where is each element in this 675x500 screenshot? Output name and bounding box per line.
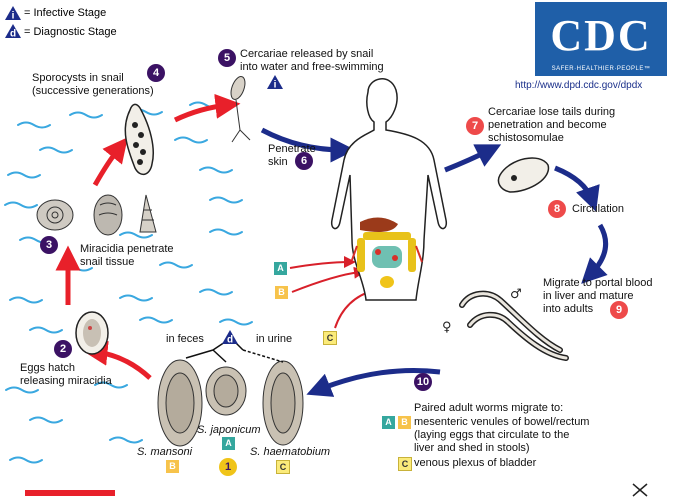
- infective-stage-label: = Infective Stage: [24, 7, 107, 19]
- step5-label-line2: into water and free-swimming: [240, 61, 384, 73]
- step10-label-line3: (laying eggs that circulate to the: [414, 429, 570, 441]
- step3-label-line2: snail tissue: [80, 256, 135, 268]
- haematobium-site-c: C: [276, 460, 290, 474]
- step3-number: 3: [40, 236, 58, 254]
- svg-text:i: i: [12, 11, 15, 22]
- bottom-accent-bar: [25, 490, 115, 496]
- step8-label: Circulation: [572, 203, 624, 215]
- step3-label-line1: Miracidia penetrate: [80, 243, 174, 255]
- red-cycle-arrows: [55, 93, 241, 380]
- eggs-drawing: [157, 359, 304, 447]
- adult-worms-drawing: [459, 290, 569, 361]
- step2-number: 2: [54, 340, 72, 358]
- step10-label-line5: venous plexus of bladder: [414, 457, 537, 469]
- step1-number: 1: [219, 458, 237, 476]
- step9-label-line3: into adults: [543, 303, 594, 315]
- step4-label-line2: (successive generations): [32, 85, 154, 97]
- cdc-logo: CDC SAFER·HEALTHIER·PEOPLE™: [535, 2, 667, 76]
- cdc-url[interactable]: http://www.dpd.cdc.gov/dpdx: [515, 80, 643, 91]
- step8-number: 8: [548, 200, 566, 218]
- svg-text:d: d: [10, 29, 16, 40]
- site-c-badge: C: [323, 331, 337, 345]
- japonicum-label: S. japonicum: [197, 424, 261, 436]
- step4-number: 4: [147, 64, 165, 82]
- step5-number: 5: [218, 49, 236, 67]
- step4-label-line1: Sporocysts in snail: [32, 72, 124, 84]
- sporocyst-drawing: [124, 103, 154, 176]
- step10-label-line2: mesenteric venules of bowel/rectum: [414, 416, 590, 428]
- step6-label-line2: skin: [268, 156, 288, 168]
- step9-label-line2: in liver and mature: [543, 290, 634, 302]
- in-feces-label: in feces: [166, 333, 204, 345]
- egg-hatching-drawing: [75, 311, 109, 355]
- step7-label-line3: schistosomulae: [488, 132, 564, 144]
- svg-text:i: i: [274, 80, 277, 91]
- haematobium-label: S. haematobium: [250, 446, 331, 458]
- mansoni-label: S. mansoni: [137, 446, 193, 458]
- step2-label-line2: releasing miracidia: [20, 375, 112, 387]
- japonicum-site-a: A: [222, 437, 235, 450]
- site-a-badge: A: [274, 262, 287, 275]
- step9-number: 9: [610, 301, 628, 319]
- cdc-logo-text: CDC: [550, 11, 652, 60]
- step10-label-line4: liver and shed in stools): [414, 442, 530, 454]
- infective-stage-icon: i: [5, 6, 21, 22]
- site-c-badge-step10: C: [398, 457, 412, 471]
- step9-label-line1: Migrate to portal blood: [543, 277, 653, 289]
- male-symbol: ♂: [510, 287, 522, 302]
- step7-label-line2: penetration and become: [488, 119, 607, 131]
- step10-number: 10: [414, 373, 432, 391]
- site-b-badge: B: [275, 286, 288, 299]
- blue-cycle-arrows: [260, 127, 609, 397]
- step5-label-line1: Cercariae released by snail: [240, 48, 374, 60]
- site-b-badge-step10: B: [398, 416, 411, 429]
- step10-label-line1: Paired adult worms migrate to:: [414, 402, 564, 414]
- diagnostic-stage-badge: d: [222, 330, 238, 346]
- mansoni-site-b: B: [166, 460, 179, 473]
- schistosomulum-drawing: [497, 157, 550, 193]
- cdc-logo-tagline: SAFER·HEALTHIER·PEOPLE™: [551, 66, 651, 72]
- diagnostic-stage-label: = Diagnostic Stage: [24, 26, 117, 38]
- step6-number: 6: [295, 152, 313, 170]
- svg-text:d: d: [227, 335, 233, 346]
- step5-infective-icon: i: [267, 75, 283, 91]
- cercaria-drawing: [230, 76, 251, 143]
- snail-drawings: [36, 194, 157, 236]
- step2-label-line1: Eggs hatch: [20, 362, 76, 374]
- internal-organs: [351, 217, 423, 288]
- female-symbol: ♀: [442, 320, 452, 335]
- step7-number: 7: [466, 117, 484, 135]
- step7-label-line1: Cercariae lose tails during: [488, 106, 616, 118]
- site-a-badge-step10: A: [382, 416, 395, 429]
- bottom-corner-mark-2: [632, 483, 648, 497]
- diagnostic-stage-icon: d: [5, 24, 21, 40]
- in-urine-label: in urine: [256, 333, 293, 345]
